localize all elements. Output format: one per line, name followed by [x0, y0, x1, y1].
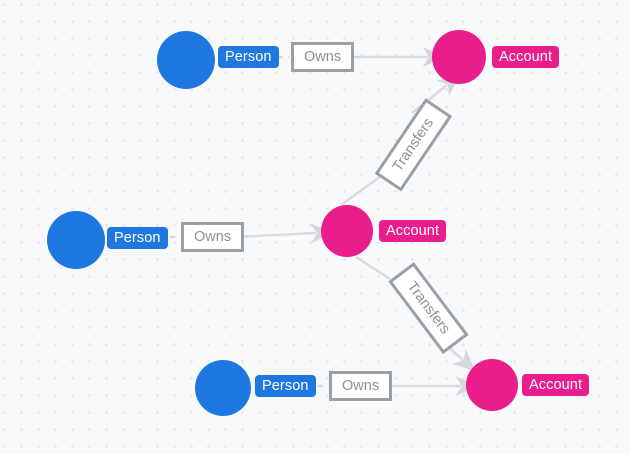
- edge-owns-2: [235, 223, 333, 244]
- node-label-person-2[interactable]: Person: [107, 227, 168, 249]
- edge-label-owns-2[interactable]: Owns: [181, 222, 245, 252]
- node-account-3[interactable]: [466, 359, 518, 411]
- edge-transfers-1-lower: [340, 174, 382, 207]
- canvas-right-gutter: [630, 0, 638, 454]
- node-label-account-2[interactable]: Account: [379, 220, 447, 242]
- node-account-2[interactable]: [321, 205, 373, 257]
- node-account-1[interactable]: [432, 30, 486, 84]
- edge-label-transfers-2[interactable]: Transfers: [388, 262, 469, 354]
- node-person-3[interactable]: [195, 360, 251, 416]
- edge-label-transfers-1[interactable]: Transfers: [374, 98, 452, 192]
- node-label-account-3[interactable]: Account: [522, 374, 590, 396]
- node-label-person-1[interactable]: Person: [218, 46, 279, 68]
- edge-label-owns-1[interactable]: Owns: [291, 42, 355, 72]
- node-label-account-1[interactable]: Account: [492, 46, 560, 68]
- node-label-person-3[interactable]: Person: [255, 375, 316, 397]
- edge-label-owns-3[interactable]: Owns: [329, 371, 393, 401]
- node-person-1[interactable]: [157, 31, 215, 89]
- edge-transfers-2-upper: [355, 255, 391, 281]
- node-person-2[interactable]: [47, 211, 105, 269]
